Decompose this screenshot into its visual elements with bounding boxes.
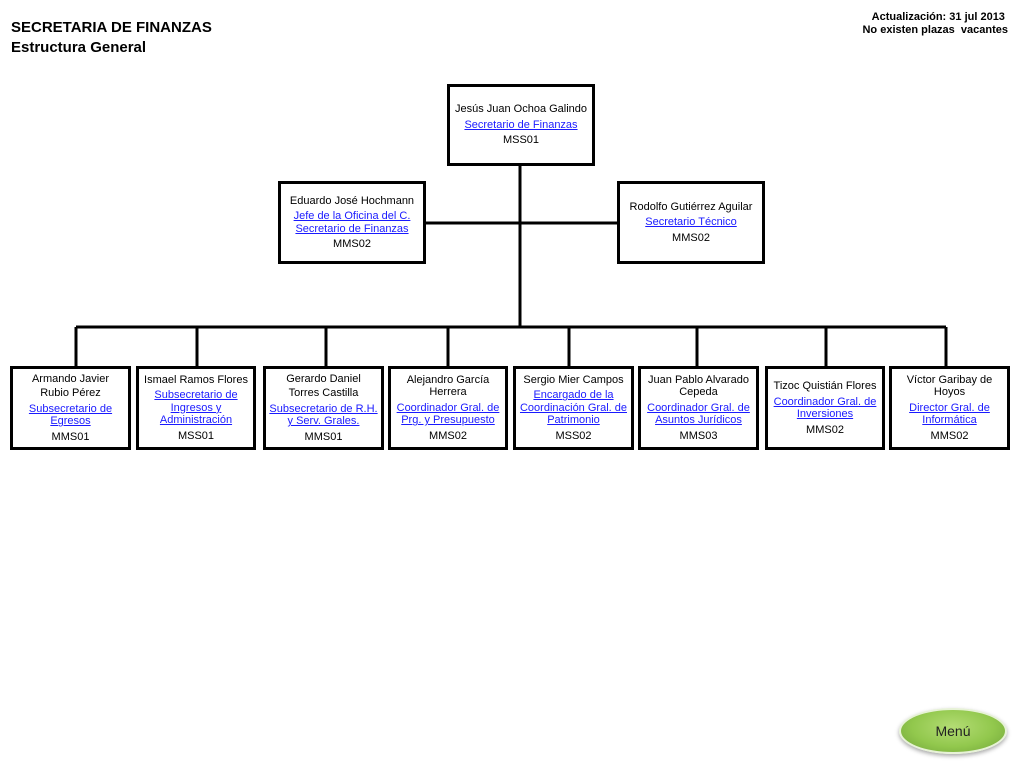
update-date: Actualización: 31 jul 2013: [871, 11, 1008, 23]
update-info: Actualización: 31 jul 2013 No existen pl…: [862, 11, 1008, 37]
box-name: Alejandro García Herrera: [406, 373, 490, 399]
box-code: MMS02: [429, 429, 467, 442]
org-box-unit-2: Ismael Ramos Flores Subsecretario de Ing…: [136, 366, 256, 450]
page-title: SECRETARIA DE FINANZAS Estructura Genera…: [11, 18, 212, 58]
box-code: MMS01: [304, 430, 343, 443]
org-box-secretario-tecnico: Rodolfo Gutiérrez Aguilar Secretario Téc…: [617, 181, 765, 264]
box-role-link[interactable]: Subsecretario de R.H. y Serv. Grales.: [269, 402, 378, 428]
box-name: Rodolfo Gutiérrez Aguilar: [629, 200, 753, 213]
org-box-unit-6: Juan Pablo Alvarado Cepeda Coordinador G…: [638, 366, 759, 450]
box-role-link[interactable]: Encargado de la Coordinación Gral. de Pa…: [519, 389, 627, 427]
box-code: MMS02: [806, 423, 844, 436]
box-role-link[interactable]: Coordinador Gral. de Prg. y Presupuesto: [396, 401, 500, 427]
box-code: MSS01: [502, 134, 540, 147]
box-code: MMS01: [51, 430, 90, 443]
box-role-link[interactable]: Coordinador Gral. de Asuntos Jurídicos: [647, 401, 750, 427]
menu-button-label: Menú: [935, 723, 971, 739]
box-role-link[interactable]: Secretario de Finanzas: [464, 118, 578, 131]
vacancy-note: No existen plazas vacantes: [862, 24, 1008, 36]
org-box-unit-7: Tizoc Quistián Flores Coordinador Gral. …: [765, 366, 885, 450]
box-code: MSS02: [555, 429, 592, 442]
box-name: Jesús Juan Ochoa Galindo: [454, 103, 588, 116]
box-name: Sergio Mier Campos: [523, 373, 624, 386]
box-code: MMS03: [679, 429, 718, 442]
box-name: Eduardo José Hochmann: [289, 194, 415, 207]
box-name: Juan Pablo Alvarado Cepeda: [648, 373, 749, 399]
org-box-unit-1: Armando Javier Rubio Pérez Subsecretario…: [10, 366, 131, 450]
box-role-link[interactable]: Coordinador Gral. de Inversiones: [773, 395, 877, 421]
page-subtitle: Estructura General: [11, 39, 147, 56]
box-code: MSS01: [177, 429, 215, 442]
box-name: Ismael Ramos Flores: [144, 373, 248, 386]
org-box-secretario: Jesús Juan Ochoa Galindo Secretario de F…: [447, 84, 595, 166]
page-title-main: SECRETARIA DE FINANZAS: [11, 19, 212, 36]
org-box-unit-8: Víctor Garibay de Hoyos Director Gral. d…: [889, 366, 1010, 450]
box-name-line2: Torres Castilla: [288, 387, 359, 400]
box-code: MMS02: [930, 429, 969, 442]
box-name: Tizoc Quistián Flores: [773, 380, 877, 392]
box-role-link[interactable]: Subsecretario de Egresos: [28, 402, 113, 428]
box-name: Víctor Garibay de Hoyos: [906, 373, 993, 399]
org-box-unit-3: Gerardo Daniel Torres Castilla Subsecret…: [263, 366, 384, 450]
menu-button[interactable]: Menú: [899, 708, 1007, 754]
box-name: Armando Javier: [31, 372, 110, 385]
box-role-link[interactable]: Subsecretario de Ingresos y Administraci…: [154, 389, 238, 427]
box-name-line2: Rubio Pérez: [40, 387, 101, 400]
box-role-link[interactable]: Jefe de la Oficina del C. Secretario de …: [293, 210, 411, 235]
org-box-unit-5: Sergio Mier Campos Encargado de la Coord…: [513, 366, 634, 450]
box-code: MMS02: [333, 238, 371, 250]
box-role-link[interactable]: Secretario Técnico: [645, 216, 737, 229]
box-role-link[interactable]: Director Gral. de Informática: [909, 401, 990, 427]
org-box-unit-4: Alejandro García Herrera Coordinador Gra…: [388, 366, 508, 450]
org-box-jefe-oficina: Eduardo José Hochmann Jefe de la Oficina…: [278, 181, 426, 264]
box-code: MMS02: [672, 231, 710, 244]
box-name: Gerardo Daniel: [286, 372, 361, 385]
